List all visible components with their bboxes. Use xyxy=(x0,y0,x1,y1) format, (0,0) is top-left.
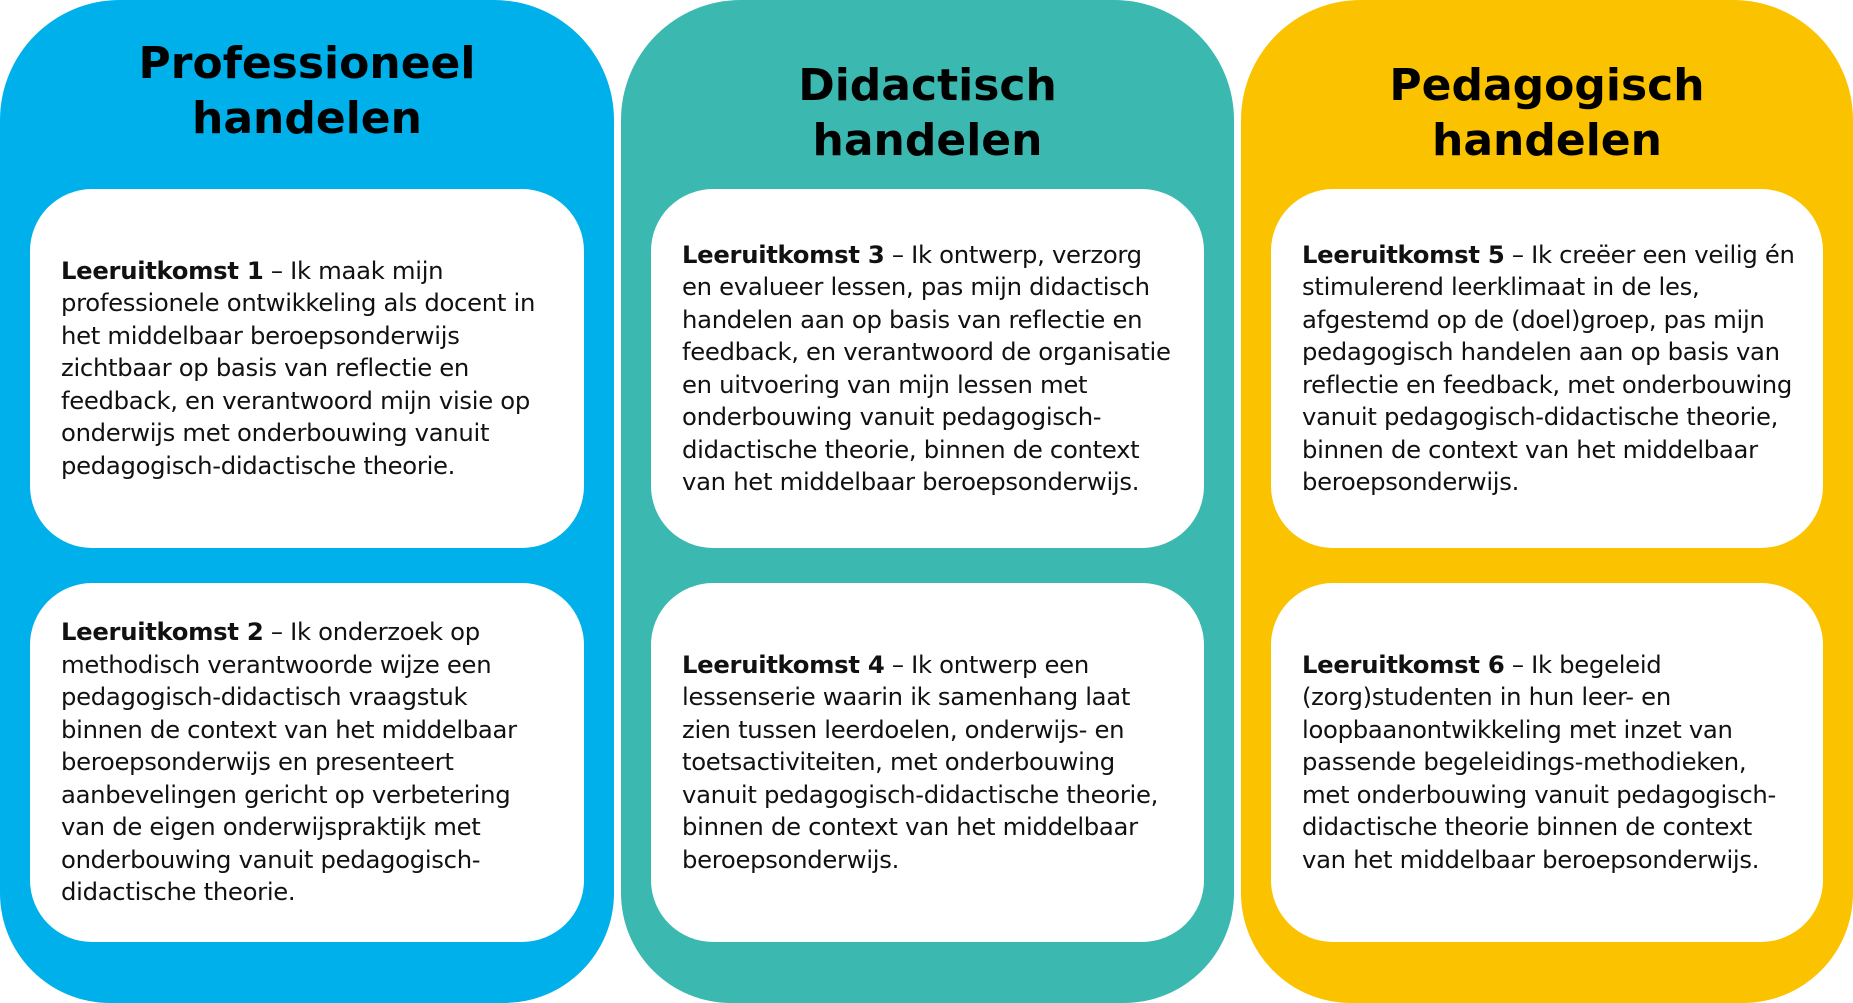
card-description: – Ik begeleid (zorg)studenten in hun lee… xyxy=(1302,649,1776,874)
title-line: Pedagogisch xyxy=(1389,60,1705,111)
card-text: Leeruitkomst 6 – Ik begeleid (zorg)stude… xyxy=(1302,649,1795,877)
card-description: – Ik maak mijn professionele ontwikkelin… xyxy=(61,255,536,480)
card-description: – Ik ontwerp, verzorg en evalueer lessen… xyxy=(682,239,1171,497)
card-text: Leeruitkomst 3 – Ik ontwerp, verzorg en … xyxy=(682,239,1176,499)
card-label: Leeruitkomst 6 xyxy=(1302,649,1505,679)
card-description: – Ik ontwerp een lessenserie waarin ik s… xyxy=(682,649,1159,874)
title-line: handelen xyxy=(812,115,1043,166)
card-label: Leeruitkomst 4 xyxy=(682,649,885,679)
card-description: – Ik onderzoek op methodisch verantwoord… xyxy=(61,617,517,907)
card-text: Leeruitkomst 4 – Ik ontwerp een lessense… xyxy=(682,649,1176,877)
card-label: Leeruitkomst 3 xyxy=(682,239,885,269)
title-line: Professioneel xyxy=(138,38,476,89)
leeruitkomst-1-card: Leeruitkomst 1 – Ik maak mijn profession… xyxy=(30,189,584,548)
card-label: Leeruitkomst 5 xyxy=(1302,239,1505,269)
card-text: Leeruitkomst 5 – Ik creëer een veilig én… xyxy=(1302,239,1795,499)
card-label: Leeruitkomst 1 xyxy=(61,255,264,285)
leeruitkomst-2-card: Leeruitkomst 2 – Ik onderzoek op methodi… xyxy=(30,583,584,942)
title-line: handelen xyxy=(192,93,422,144)
title-line: handelen xyxy=(1432,115,1662,166)
leeruitkomst-5-card: Leeruitkomst 5 – Ik creëer een veilig én… xyxy=(1271,189,1823,548)
leeruitkomst-6-card: Leeruitkomst 6 – Ik begeleid (zorg)stude… xyxy=(1271,583,1823,942)
leeruitkomst-3-card: Leeruitkomst 3 – Ik ontwerp, verzorg en … xyxy=(651,189,1204,548)
card-label: Leeruitkomst 2 xyxy=(61,617,264,647)
card-text: Leeruitkomst 2 – Ik onderzoek op methodi… xyxy=(61,616,556,909)
card-text: Leeruitkomst 1 – Ik maak mijn profession… xyxy=(61,255,556,483)
card-description: – Ik creëer een veilig én stimulerend le… xyxy=(1302,239,1795,497)
title-line: Didactisch xyxy=(798,60,1057,111)
leeruitkomst-4-card: Leeruitkomst 4 – Ik ontwerp een lessense… xyxy=(651,583,1204,942)
